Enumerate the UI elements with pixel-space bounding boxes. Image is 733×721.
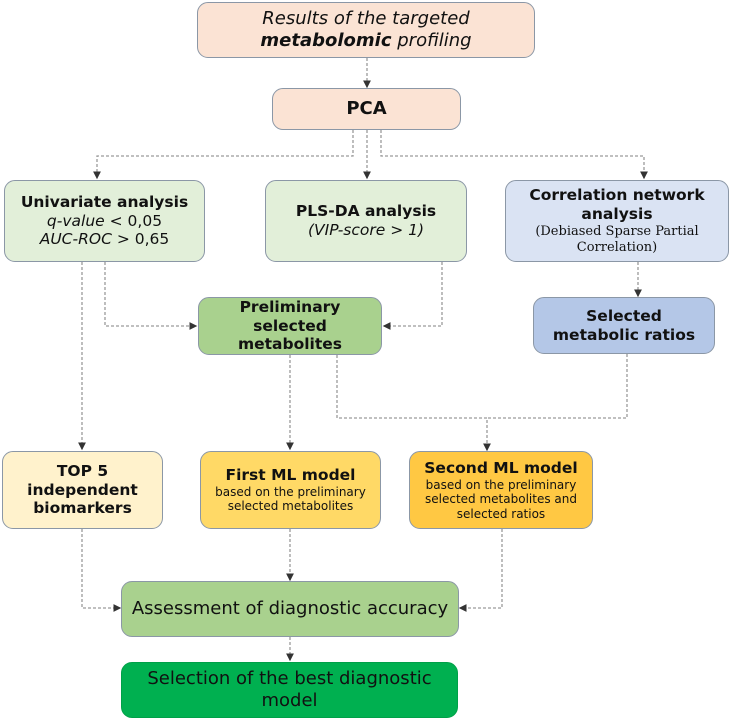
first-ml-line2: selected metabolites [227,499,354,514]
correlation-subtitle-line2: Correlation) [576,239,658,255]
edge-ratios-second-ml [487,354,628,419]
second-ml-line3: selected ratios [456,506,546,521]
preliminary-label: Preliminary selected metabolites [237,297,343,354]
results-line2: metabolomic profiling [260,30,471,52]
selection-label: Selection of the best diagnostic model [147,668,432,711]
node-ratios: Selected metabolic ratios [533,297,715,354]
first-ml-line1: based on the preliminary [215,484,366,499]
second-ml-line2: selected metabolites and [425,492,577,507]
plsda-subtitle: (VIP-score > 1) [307,221,425,239]
edge-univariate-preliminary [104,262,198,330]
correlation-title: Correlation network analysis [529,186,705,224]
univariate-auc-criterion: AUC-ROC > 0,65 [40,230,170,249]
q-value-label: q-value [46,211,105,230]
correlation-subtitle-line1: (Debiased Sparse Partial [535,224,699,240]
top5-line3: biomarkers [33,499,132,518]
node-univariate: Univariate analysis q-value < 0,05 AUC-R… [4,180,205,262]
univariate-title: Univariate analysis [20,192,189,211]
top5-line1: TOP 5 [56,461,109,480]
node-correlation: Correlation network analysis (Debiased S… [505,180,729,262]
edge-pca-correlation [380,130,648,180]
plsda-title: PLS-DA analysis [295,202,437,221]
node-top5: TOP 5 independent biomarkers [2,451,163,529]
q-value-threshold: < 0,05 [104,211,163,230]
top5-line2: independent [27,480,138,499]
node-pca: PCA [272,88,461,130]
univariate-q-criterion: q-value < 0,05 [47,212,162,231]
assessment-label: Assessment of diagnostic accuracy [131,598,449,620]
results-line1: Results of the targeted [262,8,470,30]
node-assessment: Assessment of diagnostic accuracy [121,581,459,637]
edge-second-ml-assessment [458,529,503,612]
node-preliminary: Preliminary selected metabolites [198,297,382,355]
node-plsda: PLS-DA analysis (VIP-score > 1) [265,180,467,262]
edge-preliminary-second-ml [336,355,491,452]
second-ml-title: Second ML model [424,458,578,477]
edge-top5-assessment [81,529,122,612]
pca-label: PCA [346,98,387,120]
edge-plsda-preliminary [382,262,443,330]
second-ml-line1: based on the preliminary [425,477,577,492]
node-second-ml: Second ML model based on the preliminary… [409,451,593,529]
node-results: Results of the targeted metabolomic prof… [197,2,535,58]
node-first-ml: First ML model based on the preliminary … [200,451,381,529]
auc-roc-threshold: > 0,65 [111,230,170,249]
results-line2-rest: profiling [391,30,472,51]
results-line2-bold: metabolomic [260,30,392,51]
edge-pca-univariate [93,130,354,180]
first-ml-title: First ML model [225,465,356,484]
auc-roc-label: AUC-ROC [39,230,112,249]
ratios-label: Selected metabolic ratios [552,306,696,344]
node-selection: Selection of the best diagnostic model [121,662,458,718]
